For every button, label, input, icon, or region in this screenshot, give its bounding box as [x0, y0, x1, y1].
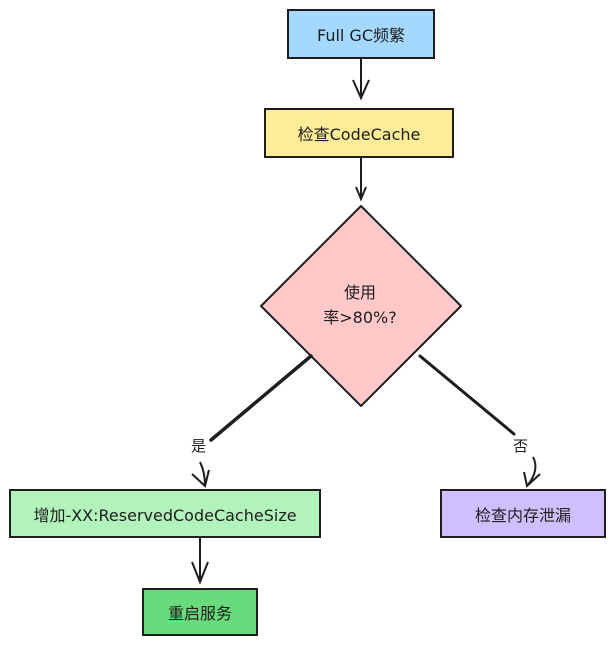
edge-label-yes: 是 — [191, 437, 207, 455]
node-increase-codecache[interactable]: 增加-XX:ReservedCodeCacheSize — [9, 489, 321, 538]
node-check-memory-leak[interactable]: 检查内存泄漏 — [440, 489, 606, 538]
node-increase-codecache-label: 增加-XX:ReservedCodeCacheSize — [33, 505, 297, 525]
decision-label-line1: 使用 — [343, 283, 376, 302]
node-check-memory-leak-label: 检查内存泄漏 — [474, 505, 571, 525]
node-full-gc[interactable]: Full GC频繁 — [287, 9, 435, 59]
node-restart-service[interactable]: 重启服务 — [142, 588, 258, 636]
edge-label-no: 否 — [513, 437, 529, 455]
node-restart-service-label: 重启服务 — [167, 604, 232, 623]
edge-decision-no — [418, 354, 541, 488]
node-check-codecache[interactable]: 检查CodeCache — [264, 108, 454, 158]
edge-start-to-check — [352, 59, 370, 101]
edge-check-to-decision — [355, 158, 367, 202]
node-full-gc-label: Full GC频繁 — [316, 26, 406, 45]
edge-increase-to-restart — [191, 538, 209, 585]
node-check-codecache-label: 检查CodeCache — [297, 125, 421, 144]
decision-label-line2: 率>80%? — [323, 308, 397, 327]
decision-label: 使用 率>80%? — [290, 280, 430, 330]
edge-decision-yes — [191, 354, 313, 488]
